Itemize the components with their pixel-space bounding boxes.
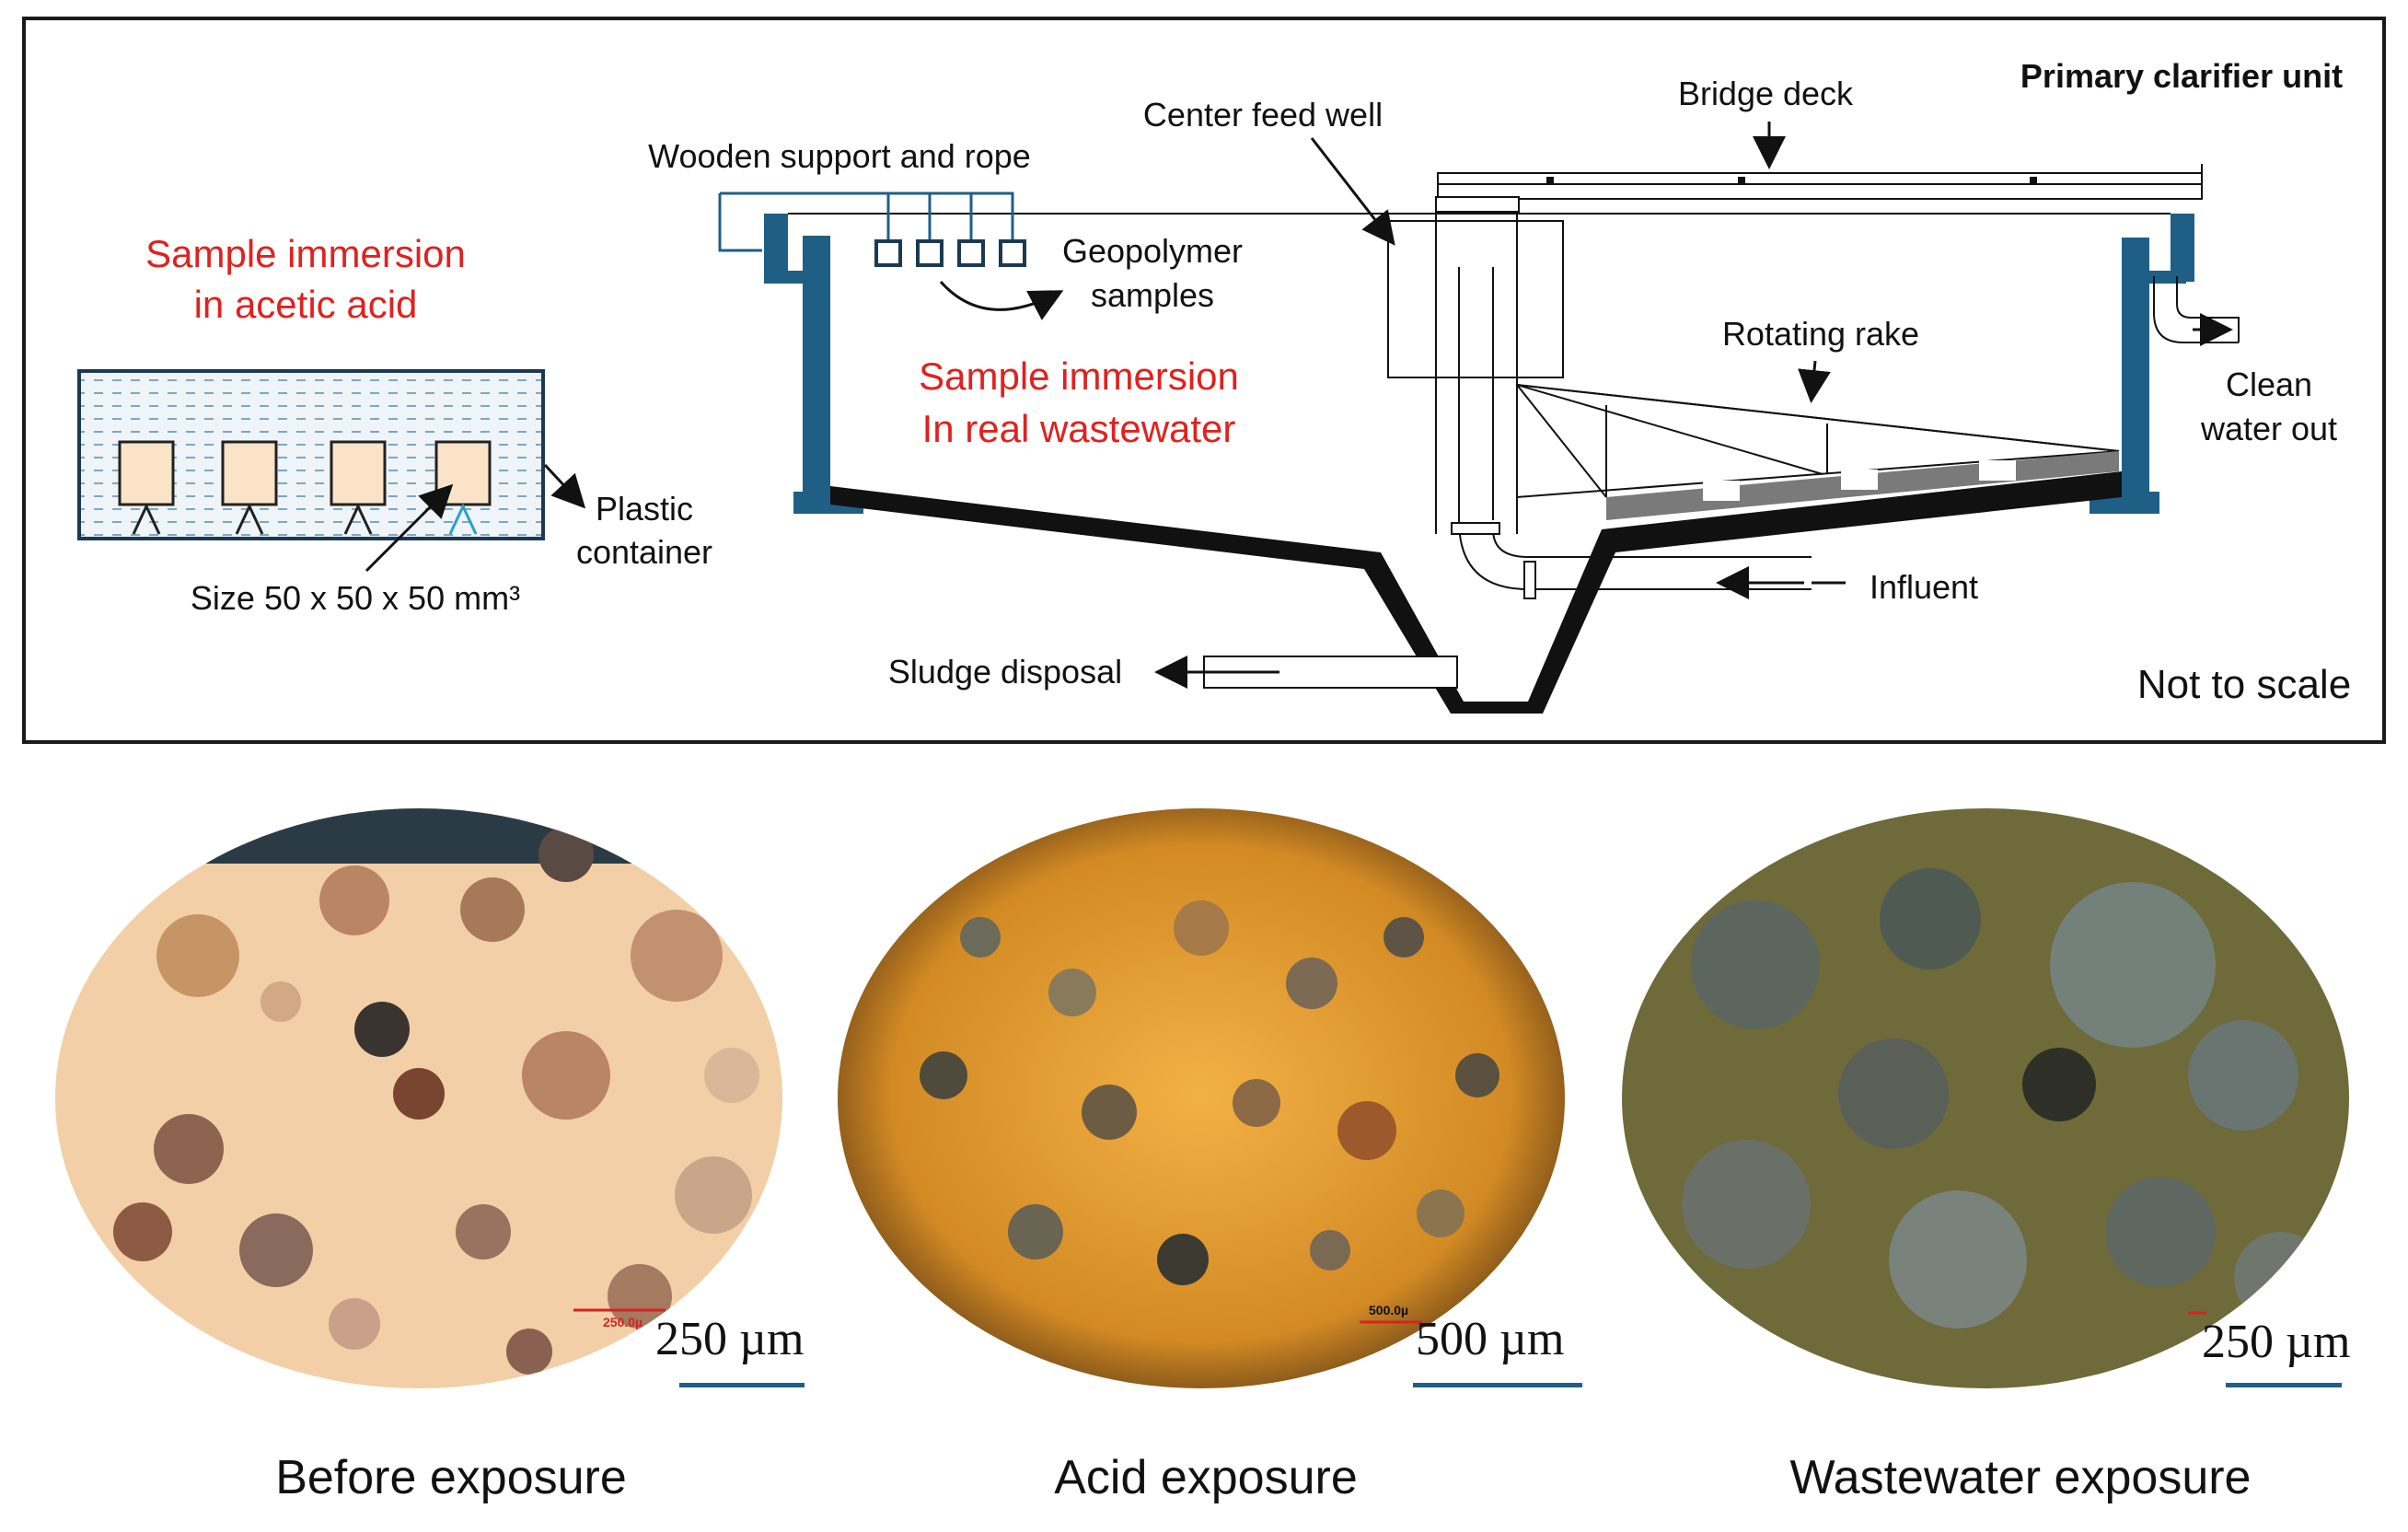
clarifier-tank: [764, 213, 2194, 714]
acid-title-line1: Sample immersion: [145, 232, 466, 275]
scale-label-wastewater: 250 µm: [2202, 1316, 2351, 1368]
wastewater-immersion-line1: Sample immersion: [919, 354, 1239, 398]
wooden-support-label: Wooden support and rope: [648, 137, 1031, 175]
geopolymer-sample-2: [916, 239, 944, 267]
scale-label-acid: 500 µm: [1416, 1313, 1565, 1365]
influent-label: Influent: [1870, 568, 1978, 606]
caption-before: Before exposure: [275, 1451, 627, 1504]
clarifier-diagram: Sample immersion in acetic acid Plastic …: [77, 57, 2351, 714]
primary-clarifier-title: Primary clarifier unit: [2020, 57, 2343, 95]
sludge-pipe: [1154, 656, 1458, 689]
sludge-disposal-label: Sludge disposal: [888, 653, 1122, 691]
clean-water-label-line2: water out: [2200, 410, 2337, 447]
diagram-frame: [22, 17, 2386, 744]
scale-bar-wastewater: [2226, 1383, 2342, 1387]
scale-bar-before: [679, 1383, 805, 1387]
rotating-rake-label: Rotating rake: [1722, 315, 1919, 353]
geopolymer-sample-4: [999, 239, 1026, 267]
caption-acid: Acid exposure: [1054, 1451, 1358, 1504]
not-to-scale-note: Not to scale: [2137, 662, 2351, 707]
micrograph-before: 250.0µ: [55, 808, 782, 1388]
center-feed-well-label: Center feed well: [1143, 96, 1383, 133]
acid-sample-3: [330, 440, 387, 506]
center-feed-well: [1387, 212, 1812, 599]
geopolymer-label-line2: samples: [1091, 276, 1214, 314]
wastewater-immersion-line2: In real wastewater: [922, 407, 1236, 450]
caption-wastewater: Wastewater exposure: [1789, 1451, 2252, 1504]
ruler-text-acid: 500.0µ: [1369, 1303, 1408, 1317]
plastic-label-line2: container: [576, 533, 712, 571]
ruler-text-before: 250.0µ: [603, 1315, 643, 1329]
micrograph-wastewater: [1622, 808, 2349, 1388]
acid-sample-2: [221, 440, 278, 506]
clean-water-label-line1: Clean: [2226, 366, 2312, 403]
geopolymer-sample-3: [957, 239, 985, 267]
micrograph-acid: 500.0µ: [838, 808, 1565, 1388]
clean-water-outlet: [2153, 276, 2240, 346]
acid-title-line2: in acetic acid: [194, 283, 418, 326]
acid-sample-1: [118, 440, 175, 506]
scale-bar-acid: [1413, 1383, 1582, 1387]
bridge-deck-label: Bridge deck: [1678, 75, 1854, 112]
acid-sample-4: [434, 440, 492, 506]
geopolymer-label-line1: Geopolymer: [1062, 232, 1243, 270]
bridge-deck: [1435, 164, 2203, 213]
wooden-support: [718, 192, 1026, 267]
plastic-container: [77, 369, 545, 540]
plastic-label-line1: Plastic: [596, 490, 693, 528]
size-label: Size 50 x 50 x 50 mm³: [191, 579, 520, 617]
scale-label-before: 250 µm: [655, 1313, 805, 1365]
rotating-rake: [1516, 384, 2120, 520]
geopolymer-sample-1: [874, 239, 902, 267]
